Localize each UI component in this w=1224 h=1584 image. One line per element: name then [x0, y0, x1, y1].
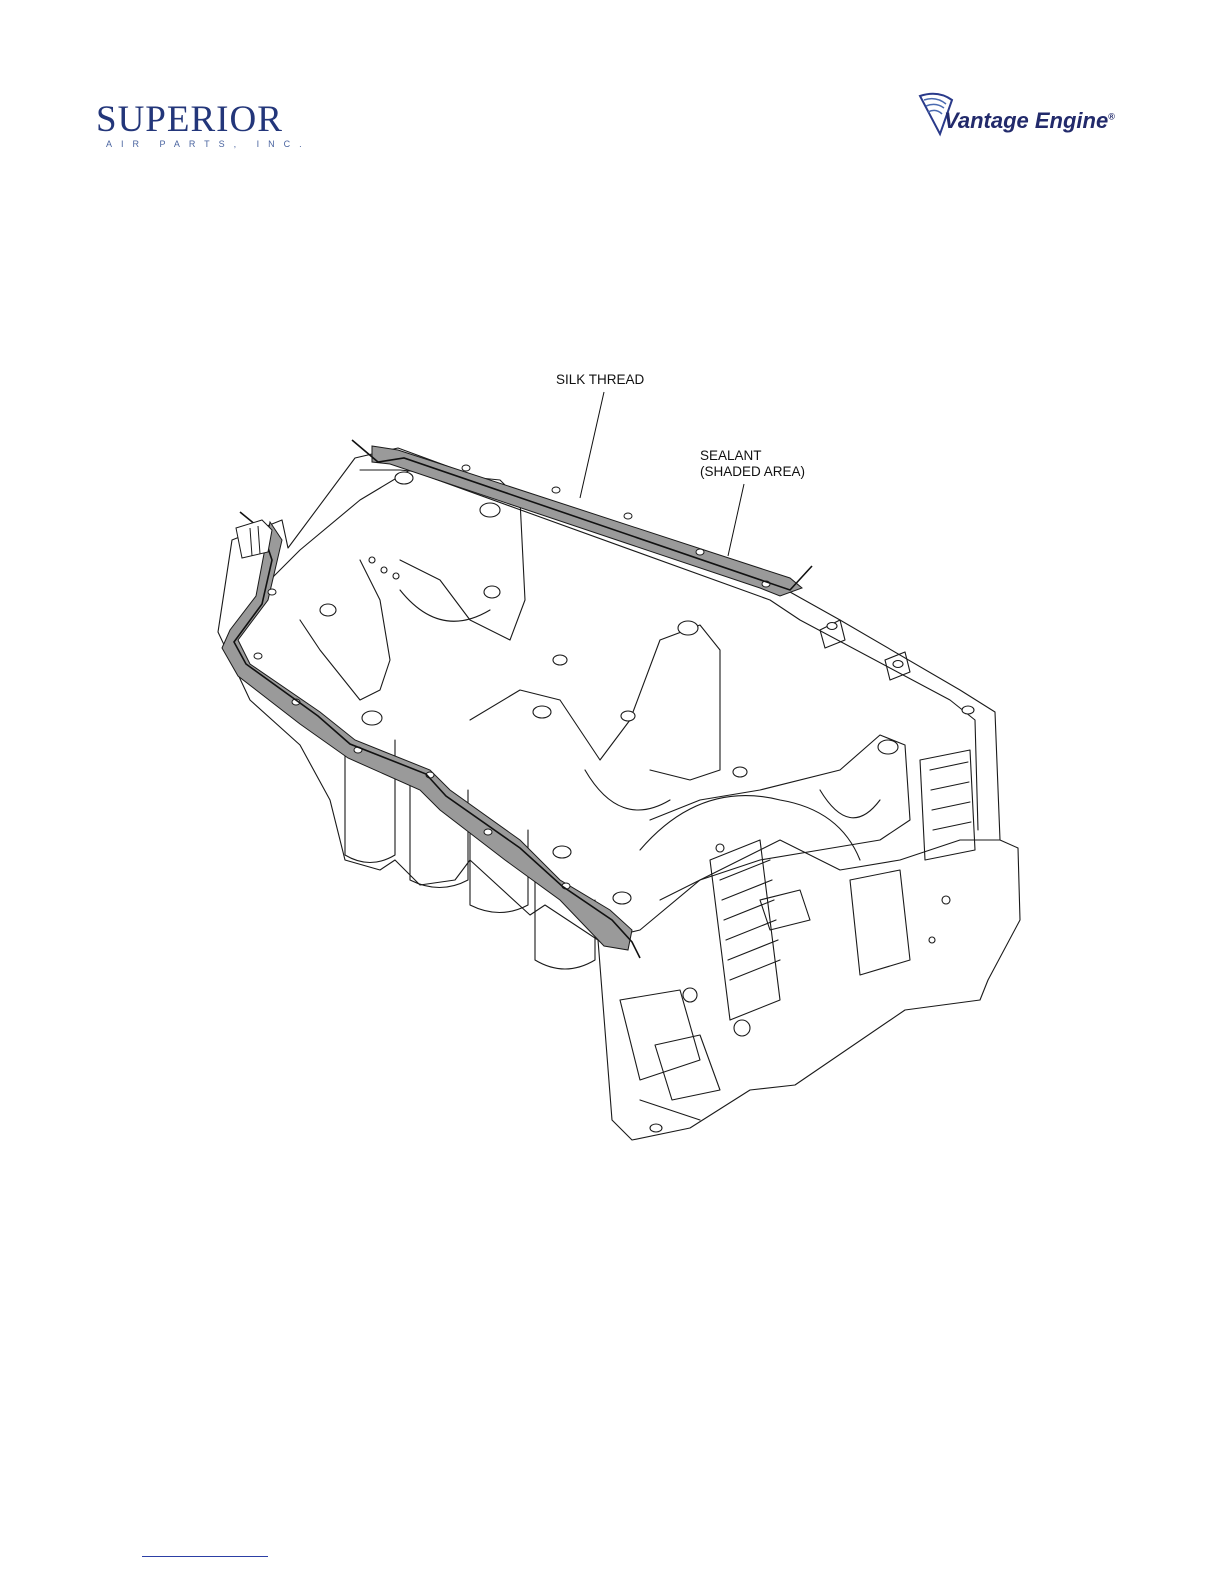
sealant-leader: [728, 484, 744, 556]
sealant-label-line1: SEALANT: [700, 448, 805, 464]
silk-thread-leader: [580, 392, 604, 498]
center-bulkhead: [470, 625, 720, 780]
footer-rule: [142, 1556, 268, 1557]
crankcase-outline: [218, 448, 1020, 1140]
sealant-label-line2: (SHADED AREA): [700, 464, 805, 480]
silk-thread-label: SILK THREAD: [556, 372, 644, 388]
sealant-label: SEALANT (SHADED AREA): [700, 448, 805, 480]
